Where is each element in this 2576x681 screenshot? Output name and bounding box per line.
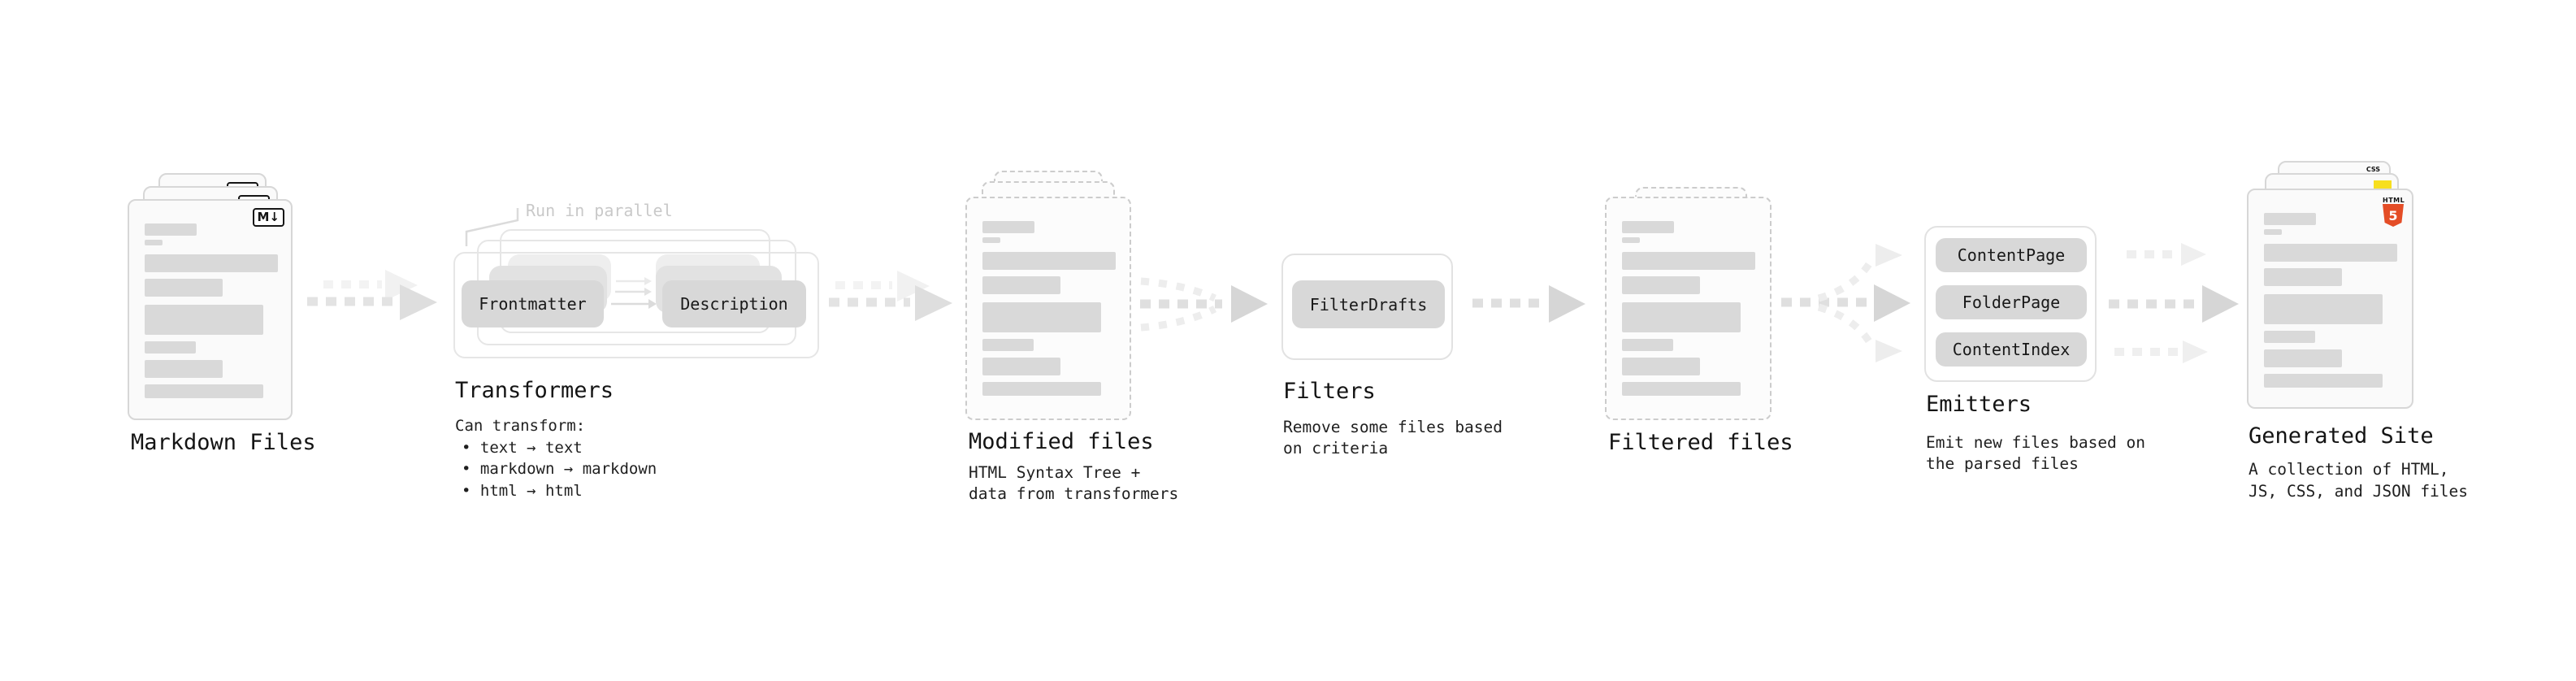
html5-word: HTML — [2383, 197, 2405, 204]
run-in-parallel-note: Run in parallel — [526, 201, 673, 220]
markdown-doc-front: M↓ — [128, 199, 293, 420]
javascript-icon — [2374, 180, 2392, 189]
emitter-chip-folderpage: FolderPage — [1936, 285, 2087, 319]
emitter-chip-contentindex: ContentIndex — [1936, 332, 2087, 367]
modified-doc-front — [965, 197, 1131, 420]
html5-icon: HTML 5 — [2383, 197, 2405, 227]
arrow-markdown-to-transformers — [307, 270, 437, 320]
desc-line: on criteria — [1283, 439, 1389, 458]
filtered-files-label: Filtered files — [1608, 430, 1793, 455]
filters-label: Filters — [1283, 379, 1376, 404]
transformers-description: Can transform: • text → text • markdown … — [455, 415, 657, 501]
desc-line: Remove some files based — [1283, 418, 1503, 436]
desc-line: the parsed files — [1926, 454, 2079, 473]
arrow-filters-to-filtered — [1472, 285, 1585, 323]
markdown-icon: M↓ — [252, 208, 284, 227]
run-in-parallel-connector — [465, 208, 519, 246]
arrow-filtered-to-emitters — [1781, 244, 1910, 362]
transform-bullet: • markdown → markdown — [462, 460, 657, 478]
filtered-doc-front — [1605, 197, 1772, 420]
transform-bullet: • html → html — [462, 481, 583, 500]
can-transform-title: Can transform: — [455, 417, 586, 435]
markdown-files-label: Markdown Files — [131, 430, 316, 455]
doc-content-placeholder — [2264, 213, 2397, 388]
desc-line: HTML Syntax Tree + — [969, 463, 1141, 482]
transform-bullet: • text → text — [462, 438, 583, 457]
doc-content-placeholder — [145, 223, 278, 398]
desc-line: JS, CSS, and JSON files — [2249, 482, 2469, 501]
doc-content-placeholder — [1622, 221, 1755, 396]
doc-content-placeholder — [982, 221, 1116, 396]
arrow-modified-to-filters — [1140, 277, 1268, 332]
emitters-label: Emitters — [1926, 392, 2032, 417]
transformers-label: Transformers — [455, 378, 614, 403]
filter-chip-filterdrafts: FilterDrafts — [1292, 280, 1445, 328]
emitter-chip-contentpage: ContentPage — [1936, 238, 2087, 272]
arrow-emitters-to-site — [2109, 243, 2239, 363]
filters-description: Remove some files based on criteria — [1283, 417, 1503, 459]
transformer-chip-frontmatter: Frontmatter — [462, 280, 604, 327]
arrow-transformers-to-modified — [829, 271, 952, 321]
desc-line: data from transformers — [969, 484, 1179, 503]
generated-site-description: A collection of HTML, JS, CSS, and JSON … — [2249, 458, 2468, 502]
desc-line: A collection of HTML, — [2249, 460, 2449, 479]
emitters-description: Emit new files based on the parsed files — [1926, 432, 2145, 475]
site-doc-front: HTML 5 — [2247, 189, 2413, 409]
parallel-transform-arrows — [611, 277, 657, 309]
transformer-chip-description: Description — [662, 280, 806, 327]
modified-files-label: Modified files — [969, 429, 1154, 454]
generated-site-label: Generated Site — [2249, 423, 2434, 449]
html5-number: 5 — [2388, 207, 2398, 223]
desc-line: Emit new files based on — [1926, 433, 2146, 452]
modified-files-description: HTML Syntax Tree + data from transformer… — [969, 462, 1178, 505]
transformer-box-front — [453, 252, 819, 358]
